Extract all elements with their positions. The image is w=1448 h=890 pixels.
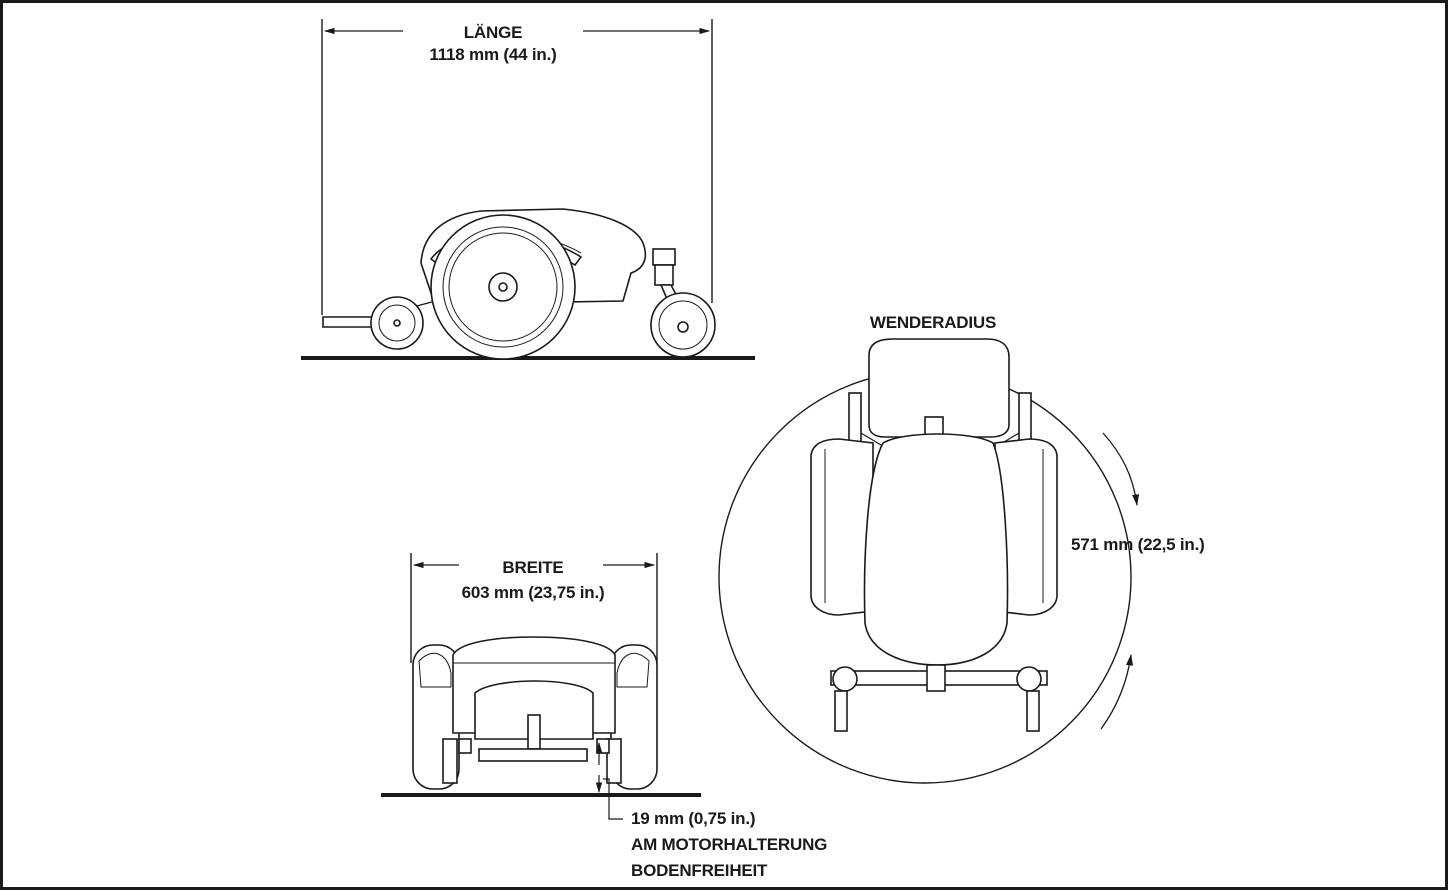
front-view-drawing: [381, 553, 701, 820]
side-view-drawing: [301, 19, 755, 360]
clearance-label: BODENFREIHEIT: [631, 861, 768, 880]
length-title: LÄNGE: [463, 23, 523, 42]
turning-radius-title: WENDERADIUS: [869, 313, 997, 332]
top-view-drawing: [718, 338, 1140, 784]
length-dimension: 1118 mm (44 in.): [429, 45, 557, 64]
width-title: BREITE: [502, 558, 564, 577]
turning-radius-dimension: 571 mm (22,5 in.): [1071, 535, 1205, 554]
clearance-value: 19 mm (0,75 in.): [631, 809, 756, 828]
clearance-location: AM MOTORHALTERUNG: [631, 835, 828, 854]
dimension-drawing: [301, 19, 1140, 820]
width-dimension: 603 mm (23,75 in.): [461, 583, 605, 602]
